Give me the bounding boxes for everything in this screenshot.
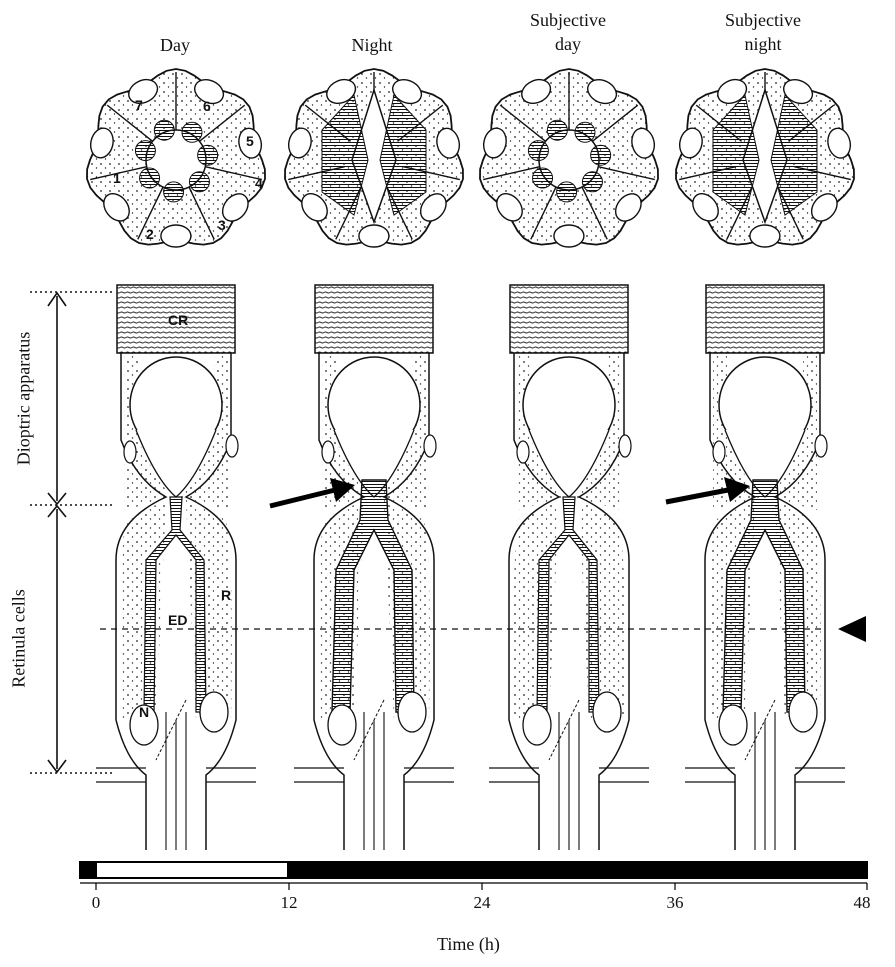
cell-number-6: 6: [203, 98, 211, 114]
cross-section: [87, 69, 265, 247]
tick-label-36: 36: [667, 893, 684, 913]
timeline-axis-label: Time (h): [437, 934, 500, 955]
tick-label-24: 24: [474, 893, 491, 913]
dimension-lines: [30, 292, 115, 773]
annotation-cr: CR: [168, 312, 188, 328]
ommatidium-column-2: [285, 69, 463, 850]
longitudinal-section: [96, 285, 256, 850]
longitudinal-section: [685, 285, 845, 850]
cell-number-3: 3: [218, 217, 226, 233]
cell-number-1: 1: [113, 170, 121, 186]
annotation-n: N: [139, 704, 149, 720]
timeline: [80, 862, 867, 890]
longitudinal-section: [294, 285, 454, 850]
timeline-dark-segment-long: [288, 862, 867, 878]
cross-section: [480, 69, 658, 247]
ommatidium-column-1: [87, 69, 265, 850]
tick-label-12: 12: [281, 893, 298, 913]
tick-label-0: 0: [92, 893, 101, 913]
ommatidium-column-4: [676, 69, 854, 850]
cell-number-7: 7: [135, 97, 143, 113]
cross-section: [676, 69, 854, 247]
ommatidium-column-3: [480, 69, 658, 850]
cell-number-5: 5: [246, 133, 254, 149]
cell-number-2: 2: [146, 226, 154, 242]
timeline-dark-segment: [80, 862, 96, 878]
section-level-arrowhead: [838, 616, 866, 642]
cell-number-4: 4: [255, 175, 263, 191]
ommatidium-columns: [87, 69, 854, 850]
annotation-ed: ED: [168, 612, 187, 628]
tick-label-48: 48: [854, 893, 871, 913]
timeline-light-segment: [96, 862, 288, 878]
longitudinal-section: [489, 285, 649, 850]
cross-section: [285, 69, 463, 247]
annotation-r: R: [221, 587, 231, 603]
